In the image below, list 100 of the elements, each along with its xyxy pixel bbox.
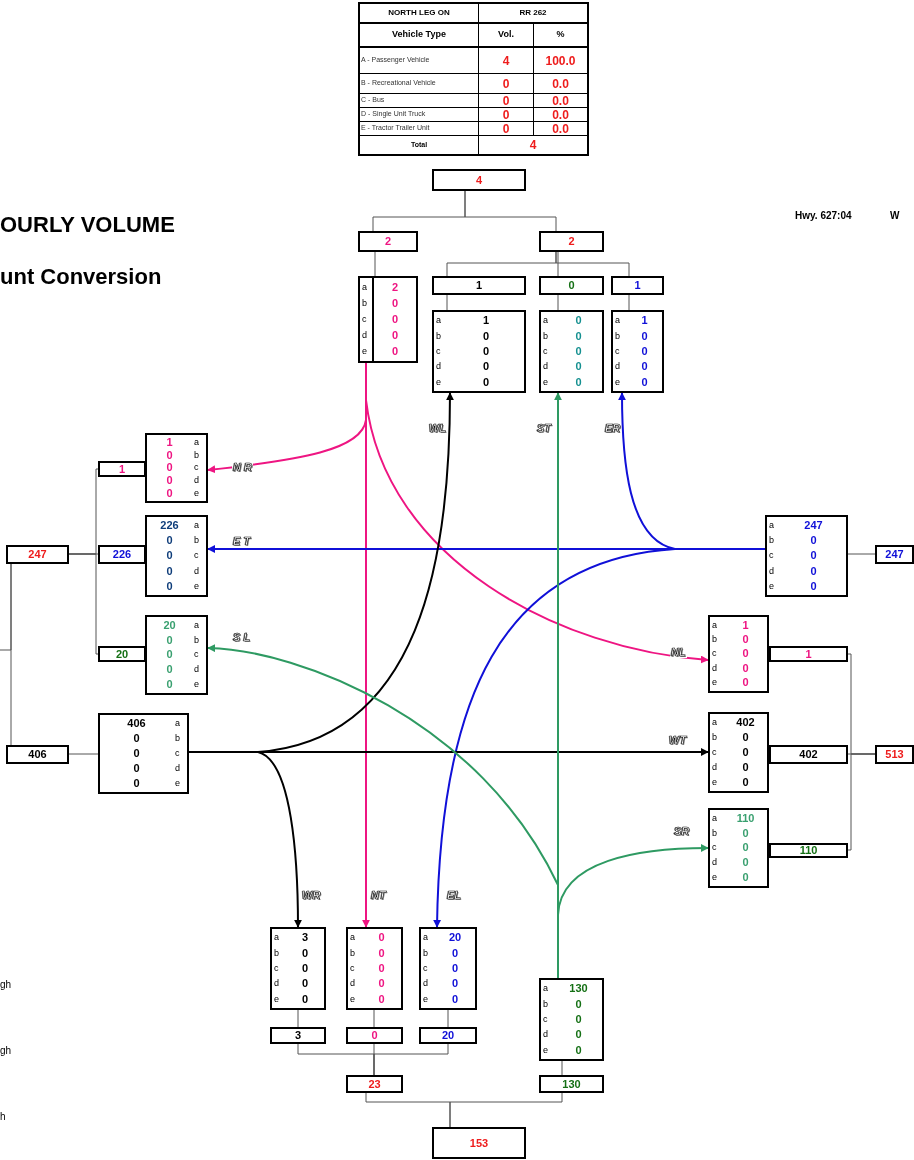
row-letter: e	[711, 778, 718, 787]
count-value: 0	[741, 842, 750, 854]
edge-label: WL	[428, 423, 448, 434]
row-letter: b	[711, 733, 718, 742]
count-value: 0	[809, 565, 818, 577]
count-value: 0	[390, 313, 400, 325]
count-value: 1	[481, 315, 491, 327]
total-value: 1	[475, 280, 483, 291]
row-letter: a	[542, 984, 549, 994]
count-value: 226	[159, 520, 180, 532]
connector-line	[561, 1060, 563, 1076]
count-value: 2	[390, 281, 400, 293]
row-letter: e	[174, 779, 181, 788]
row-letter: a	[768, 521, 775, 531]
count-value: 0	[165, 449, 174, 461]
count-value: 0	[574, 376, 583, 388]
row-letter: d	[768, 566, 775, 576]
count-value: 0	[450, 978, 460, 990]
total-value: 153	[469, 1137, 489, 1149]
count-value: 0	[640, 330, 649, 342]
total-value: 1	[634, 280, 641, 291]
edge-label: S L	[232, 632, 252, 643]
total-box	[539, 231, 604, 252]
count-value: 0	[741, 857, 750, 869]
row-letter: c	[711, 748, 718, 757]
count-value: 0	[377, 978, 386, 990]
row-letter: e	[349, 994, 356, 1004]
total-box	[358, 231, 418, 252]
row-letter: c	[193, 551, 200, 561]
row-letter: b	[273, 948, 280, 958]
row-letter: c	[614, 346, 621, 356]
total-box	[611, 276, 664, 295]
count-value: 247	[803, 520, 824, 532]
row-letter: e	[435, 377, 442, 387]
row-letter: c	[435, 346, 442, 356]
table-cell: Vol.	[479, 24, 534, 46]
total-box	[769, 745, 848, 764]
total-box	[875, 745, 914, 764]
table-cell-text: 0.0	[551, 75, 570, 93]
total-value: 3	[294, 1030, 302, 1041]
count-value: 0	[165, 565, 174, 577]
connector-line	[373, 1009, 375, 1028]
total-value: 2	[568, 236, 575, 247]
count-value: 0	[165, 550, 174, 562]
total-box	[432, 276, 526, 295]
row-letter: c	[361, 314, 368, 324]
total-box	[98, 461, 146, 477]
row-letter: a	[711, 718, 718, 727]
row-letter: b	[542, 331, 549, 341]
connector-line	[555, 251, 630, 277]
row-letter: c	[768, 551, 775, 561]
count-value: 20	[447, 932, 463, 944]
connector-line	[68, 753, 99, 755]
connector-line	[464, 190, 557, 232]
count-value: 0	[132, 748, 141, 759]
row-letter: a	[614, 316, 621, 326]
connector-line	[373, 1043, 449, 1076]
count-box	[145, 433, 208, 503]
count-box	[346, 927, 403, 1010]
row-letter: e	[711, 873, 718, 883]
count-value: 0	[165, 488, 174, 500]
row-letter: d	[542, 362, 549, 372]
row-letter: e	[193, 680, 200, 690]
count-value: 0	[574, 345, 583, 357]
edge-label: WR	[301, 890, 322, 901]
count-value: 0	[165, 462, 174, 474]
row-letter: b	[361, 298, 368, 308]
row-letter: b	[711, 828, 718, 838]
count-value: 0	[165, 580, 174, 592]
count-box	[145, 615, 208, 695]
total-box	[270, 1027, 326, 1044]
row-letter: b	[768, 536, 775, 546]
row-letter: b	[193, 635, 200, 645]
count-box	[765, 515, 848, 597]
count-value: 0	[300, 962, 310, 974]
count-value: 0	[741, 762, 750, 773]
total-value: 130	[562, 1078, 581, 1090]
row-letter: d	[349, 979, 356, 989]
connector-line	[68, 553, 99, 655]
count-box	[270, 927, 326, 1010]
row-letter: c	[422, 963, 429, 973]
count-value: 20	[162, 619, 177, 631]
note-text: OURLY VOLUME	[0, 214, 175, 236]
total-box	[769, 843, 848, 858]
row-letter: d	[435, 362, 442, 372]
count-value: 0	[377, 993, 386, 1005]
row-letter: d	[193, 476, 200, 486]
edge-label: NL	[670, 647, 687, 658]
row-letter: b	[193, 536, 200, 546]
row-letter: b	[349, 948, 356, 958]
count-value: 130	[568, 983, 589, 995]
total-box	[432, 1127, 526, 1159]
row-letter: e	[614, 377, 621, 387]
edge-label: EL	[446, 890, 463, 901]
row-letter: a	[435, 316, 442, 326]
count-value: 0	[741, 827, 750, 839]
total-value: 1	[805, 648, 812, 660]
row-letter: a	[193, 521, 200, 531]
total-value: 20	[441, 1030, 455, 1041]
row-letter: c	[174, 749, 181, 758]
